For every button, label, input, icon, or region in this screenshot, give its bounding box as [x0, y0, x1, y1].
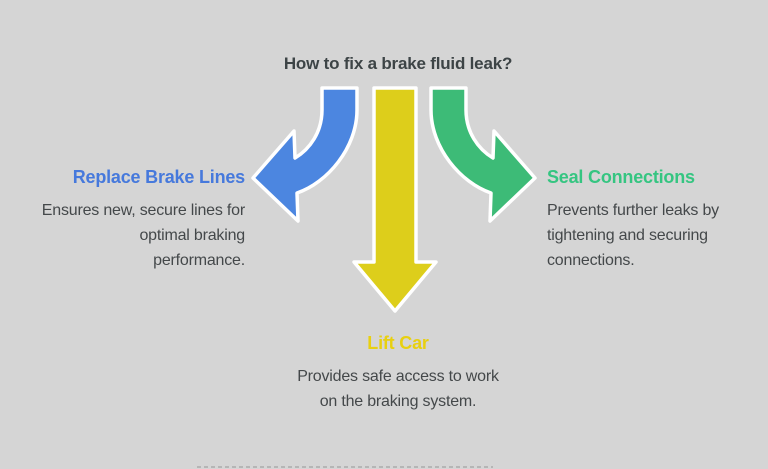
bottom-edge-artifact — [197, 466, 493, 468]
branch-label: Lift Car — [367, 333, 429, 353]
branch-label: Replace Brake Lines — [72, 167, 245, 187]
description-line: connections. — [547, 252, 635, 269]
description-line: Prevents further leaks by — [547, 202, 719, 219]
straight-down-arrow-icon — [352, 86, 438, 313]
branch-label: Seal Connections — [547, 167, 695, 187]
branch-seal-connections: Seal Connections Prevents further leaks … — [547, 166, 767, 273]
branch-description: Provides safe access to work on the brak… — [134, 364, 662, 414]
branch-description: Ensures new, secure lines for optimal br… — [0, 198, 245, 273]
description-line: on the braking system. — [319, 393, 477, 410]
branch-description: Prevents further leaks by tightening and… — [547, 198, 767, 273]
description-line: Ensures new, secure lines for — [41, 202, 245, 219]
diagram-title: How to fix a brake fluid leak? — [283, 54, 513, 73]
description-line: Provides safe access to work — [297, 368, 499, 385]
curved-right-arrow-icon — [429, 86, 537, 223]
description-line: performance. — [153, 252, 245, 269]
curved-left-arrow-icon — [251, 86, 359, 223]
branch-replace-brake-lines: Replace Brake Lines Ensures new, secure … — [0, 166, 245, 273]
branch-lift-car: Lift Car Provides safe access to work on… — [134, 332, 662, 414]
description-line: tightening and securing — [547, 227, 708, 244]
description-line: optimal braking — [139, 227, 245, 244]
